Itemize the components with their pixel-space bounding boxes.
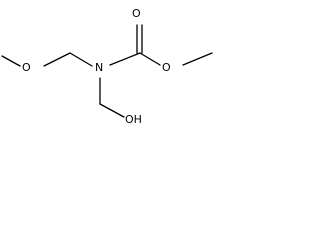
bond-c-o-ester bbox=[139, 52, 161, 66]
atom-oh: OH bbox=[125, 113, 142, 126]
bond-o-ch3-ester bbox=[182, 52, 213, 66]
bond-ch2-oh bbox=[99, 103, 125, 118]
bond-ch3-o-left bbox=[1, 55, 21, 67]
atom-n: N bbox=[95, 61, 103, 74]
atom-o-carbonyl: O bbox=[132, 7, 141, 20]
bond-o-ch2-left bbox=[43, 52, 71, 67]
structure-diagram: O N O O OH bbox=[1, 7, 213, 126]
atom-o-ester: O bbox=[162, 61, 171, 74]
atom-o-methoxy: O bbox=[22, 61, 31, 74]
bond-ch2-n-left bbox=[69, 52, 93, 67]
bond-n-carbonyl-c bbox=[109, 52, 141, 66]
